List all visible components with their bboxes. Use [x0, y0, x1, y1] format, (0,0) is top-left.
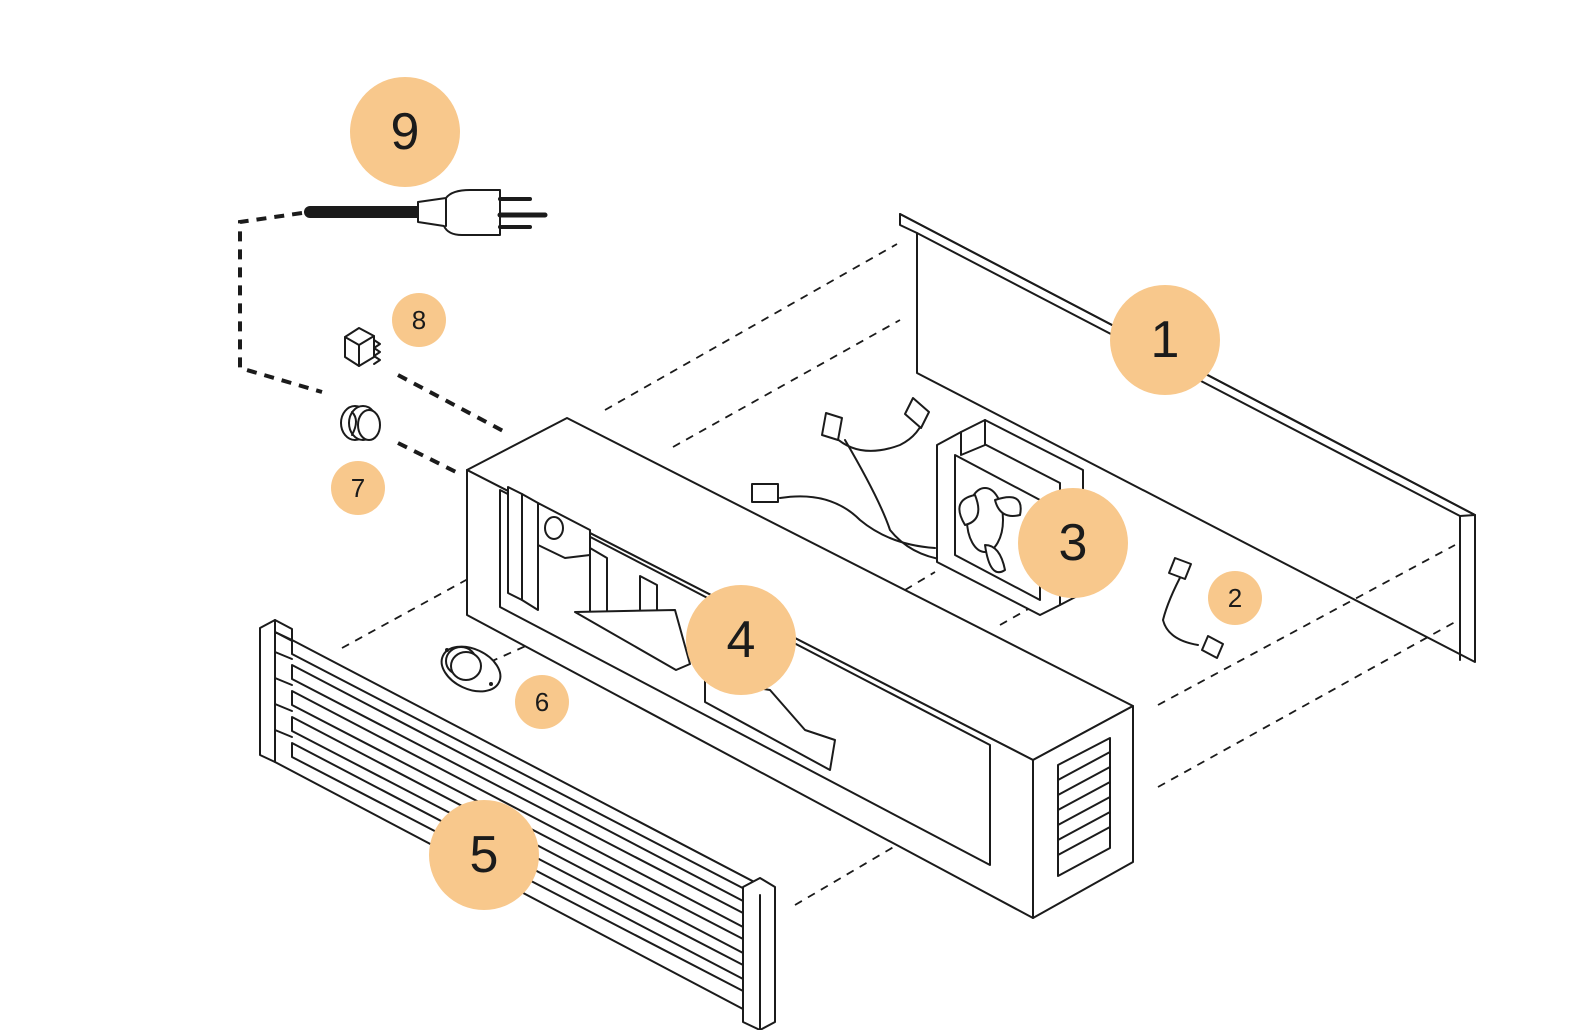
callout-6-badge: [515, 675, 569, 729]
callout-9-badge: [350, 77, 460, 187]
callout-3-label: 3: [1059, 514, 1088, 572]
callout-7-badge: [331, 461, 385, 515]
callout-3-badge: [1018, 488, 1128, 598]
callout-2-badge: [1208, 571, 1262, 625]
callout-4-badge: [686, 585, 796, 695]
callout-5-label: 5: [470, 826, 499, 884]
callout-8: 8: [392, 293, 446, 347]
callout-3: 3: [1018, 488, 1128, 598]
callout-7: 7: [331, 461, 385, 515]
callout-5-badge: [429, 800, 539, 910]
callout-6: 6: [515, 675, 569, 729]
callout-6-label: 6: [535, 687, 549, 717]
callout-8-label: 8: [412, 305, 426, 335]
connector-block-part: [344, 327, 381, 367]
callout-8-badge: [392, 293, 446, 347]
thermostat-part: [440, 645, 502, 693]
callout-1-label: 1: [1151, 311, 1180, 369]
callout-9: 9: [350, 77, 460, 187]
callout-1-badge: [1110, 285, 1220, 395]
callout-7-label: 7: [351, 473, 365, 503]
callout-2: 2: [1208, 571, 1262, 625]
callout-4-label: 4: [727, 611, 756, 669]
knob-part: [340, 405, 381, 441]
wire-part: [1162, 557, 1224, 659]
callout-5: 5: [429, 800, 539, 910]
callout-1: 1: [1110, 285, 1220, 395]
callout-4: 4: [686, 585, 796, 695]
callout-9-label: 9: [391, 103, 420, 161]
callout-2-label: 2: [1228, 583, 1242, 613]
power-cord-part: [238, 189, 548, 477]
grille-part: [259, 619, 776, 1030]
